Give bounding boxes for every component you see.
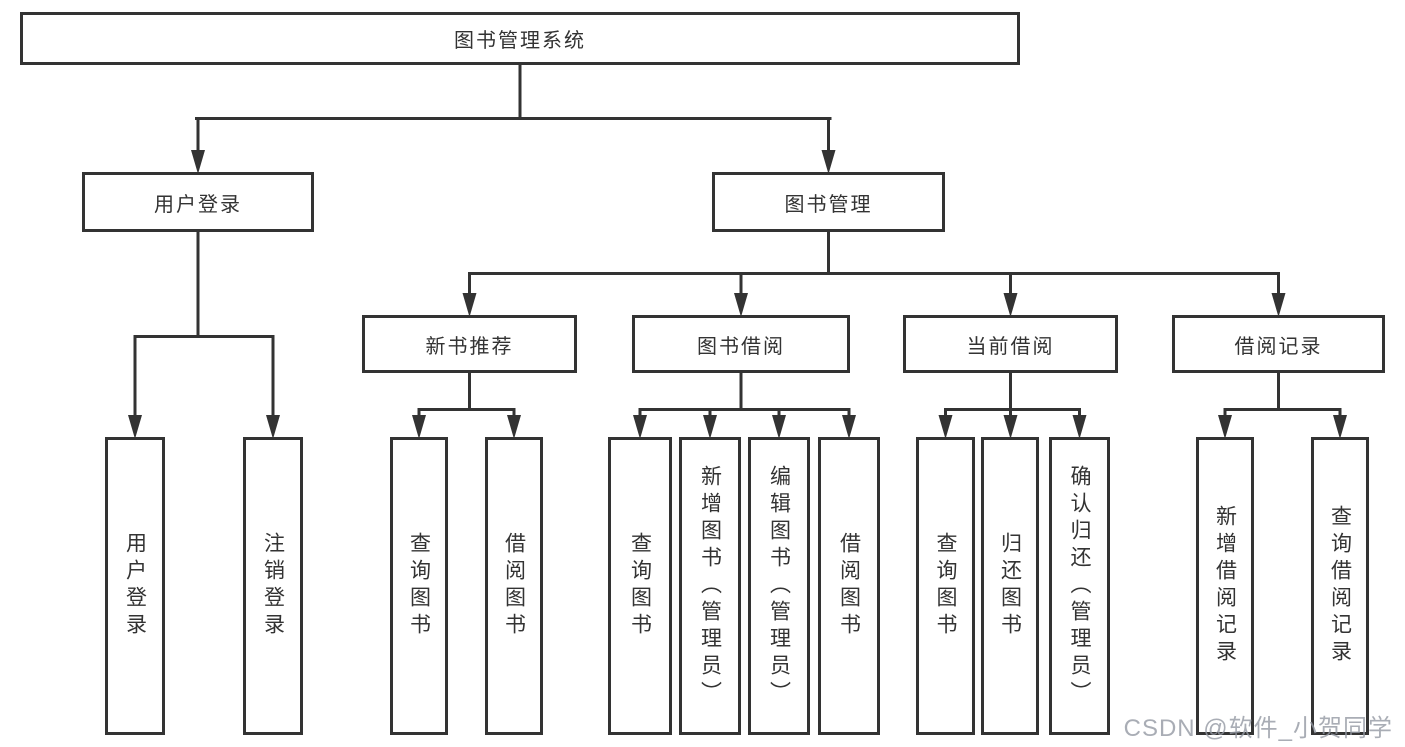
leaf-borrow-query-books-label: 查询图书 bbox=[628, 532, 652, 640]
leaf-rec-borrow-books-label: 借阅图书 bbox=[502, 532, 526, 640]
node-user-login: 用户登录 bbox=[82, 172, 314, 232]
node-root-system: 图书管理系统 bbox=[20, 12, 1020, 65]
leaf-records-add-record-label: 新增借阅记录 bbox=[1213, 505, 1237, 667]
node-user-login-label: 用户登录 bbox=[154, 193, 242, 216]
node-book-management: 图书管理 bbox=[712, 172, 945, 232]
leaf-current-confirm-return-admin-label: 确认归还（管理员） bbox=[1068, 464, 1091, 708]
node-book-borrowing-label: 图书借阅 bbox=[697, 335, 785, 358]
connector-login-to-leaves bbox=[128, 232, 280, 439]
node-current-borrowing-label: 当前借阅 bbox=[966, 335, 1055, 358]
leaf-borrow-borrow-books-label: 借阅图书 bbox=[837, 532, 861, 640]
leaf-borrow-edit-books-admin: 编辑图书（管理员） bbox=[748, 437, 810, 735]
leaf-borrow-add-books-admin: 新增图书（管理员） bbox=[679, 437, 741, 735]
connector-current-to-leaves bbox=[938, 373, 1087, 439]
node-book-borrowing: 图书借阅 bbox=[632, 315, 850, 373]
leaf-borrow-query-books: 查询图书 bbox=[608, 437, 672, 735]
leaf-logout-label: 注销登录 bbox=[261, 532, 285, 640]
leaf-current-return-books: 归还图书 bbox=[981, 437, 1039, 735]
connector-records-to-leaves bbox=[1218, 373, 1347, 439]
connector-mgmt-to-level3 bbox=[462, 232, 1286, 317]
leaf-user-login-label: 用户登录 bbox=[123, 532, 147, 640]
node-borrowing-records: 借阅记录 bbox=[1172, 315, 1385, 373]
connector-root-to-level2 bbox=[191, 65, 836, 174]
node-root-label: 图书管理系统 bbox=[454, 30, 586, 52]
leaf-current-confirm-return-admin: 确认归还（管理员） bbox=[1049, 437, 1110, 735]
connector-rec-to-leaves bbox=[412, 373, 521, 439]
leaf-user-login: 用户登录 bbox=[105, 437, 165, 735]
node-current-borrowing: 当前借阅 bbox=[903, 315, 1118, 373]
leaf-borrow-borrow-books: 借阅图书 bbox=[818, 437, 880, 735]
leaf-borrow-add-books-admin-label: 新增图书（管理员） bbox=[698, 464, 722, 708]
node-borrowing-records-label: 借阅记录 bbox=[1234, 335, 1323, 358]
leaf-logout: 注销登录 bbox=[243, 437, 303, 735]
leaf-records-query-record-label: 查询借阅记录 bbox=[1328, 505, 1352, 667]
leaf-current-query-books-label: 查询图书 bbox=[934, 532, 957, 640]
node-new-book-recommend: 新书推荐 bbox=[362, 315, 577, 373]
leaf-current-query-books: 查询图书 bbox=[916, 437, 975, 735]
leaf-rec-query-books: 查询图书 bbox=[390, 437, 448, 735]
leaf-rec-borrow-books: 借阅图书 bbox=[485, 437, 543, 735]
node-book-management-label: 图书管理 bbox=[784, 193, 873, 216]
leaf-borrow-edit-books-admin-label: 编辑图书（管理员） bbox=[767, 464, 791, 708]
connector-borrow-to-leaves bbox=[633, 373, 856, 439]
leaf-records-add-record: 新增借阅记录 bbox=[1196, 437, 1254, 735]
leaf-rec-query-books-label: 查询图书 bbox=[407, 532, 431, 640]
leaf-current-return-books-label: 归还图书 bbox=[998, 532, 1022, 640]
leaf-records-query-record: 查询借阅记录 bbox=[1311, 437, 1369, 735]
node-new-book-recommend-label: 新书推荐 bbox=[425, 335, 514, 358]
